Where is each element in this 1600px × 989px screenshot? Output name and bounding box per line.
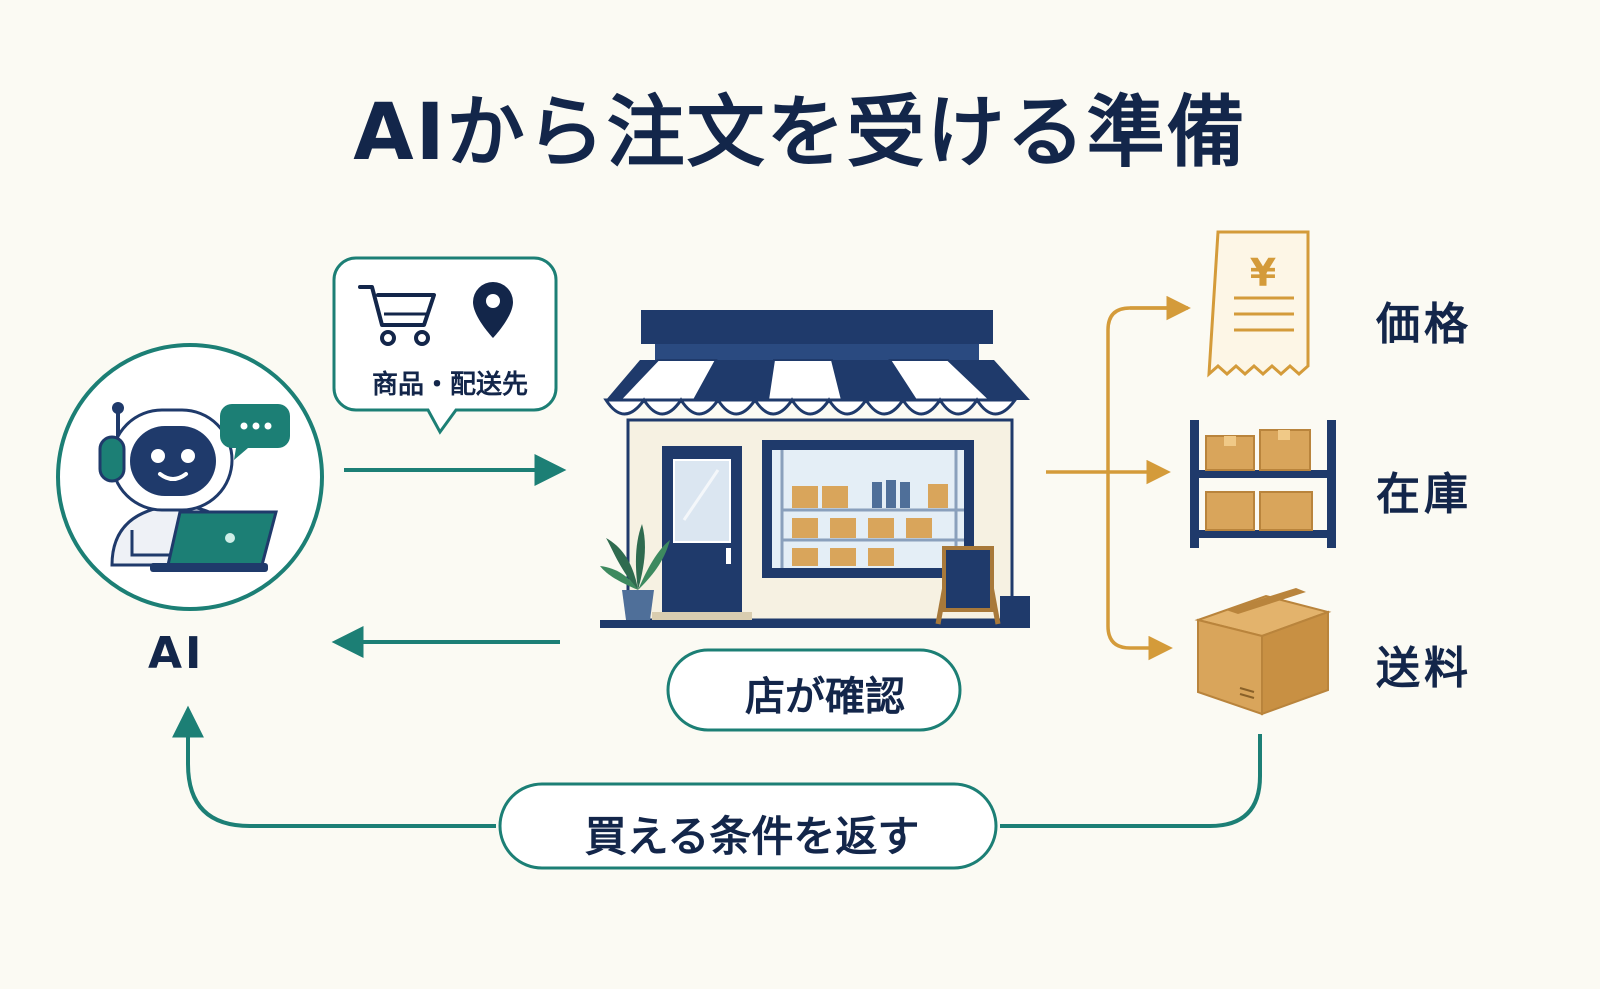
request-bubble [332, 256, 558, 435]
receipt-currency: ¥ [1250, 251, 1276, 295]
return-label: 買える条件を返す [584, 812, 920, 861]
location-pin-icon [473, 282, 513, 338]
request-bubble-label: 商品・配送先 [371, 370, 528, 400]
return-pill [498, 782, 998, 870]
cart-icon [358, 285, 436, 346]
laptop-icon [150, 510, 278, 572]
store-confirm-pill [666, 648, 962, 732]
return-arrow [172, 705, 496, 828]
chat-icon [220, 404, 290, 460]
check-stock-label: 在庫 [1376, 469, 1472, 520]
sign-board-icon [935, 546, 1001, 625]
receipt-icon: ¥ [1207, 230, 1310, 378]
page-title: AIから注文を受ける準備 [353, 88, 1247, 178]
box-icon [1194, 588, 1332, 716]
return-line [1000, 734, 1262, 828]
store-confirm-label: 店が確認 [745, 674, 905, 720]
shelf-icon [1190, 420, 1336, 548]
plant-icon [600, 524, 670, 620]
check-branch-arrows [1046, 295, 1191, 661]
check-price-label: 価格 [1376, 299, 1472, 350]
check-shipping-label: 送料 [1376, 643, 1472, 694]
ai-label: AI [148, 628, 205, 679]
